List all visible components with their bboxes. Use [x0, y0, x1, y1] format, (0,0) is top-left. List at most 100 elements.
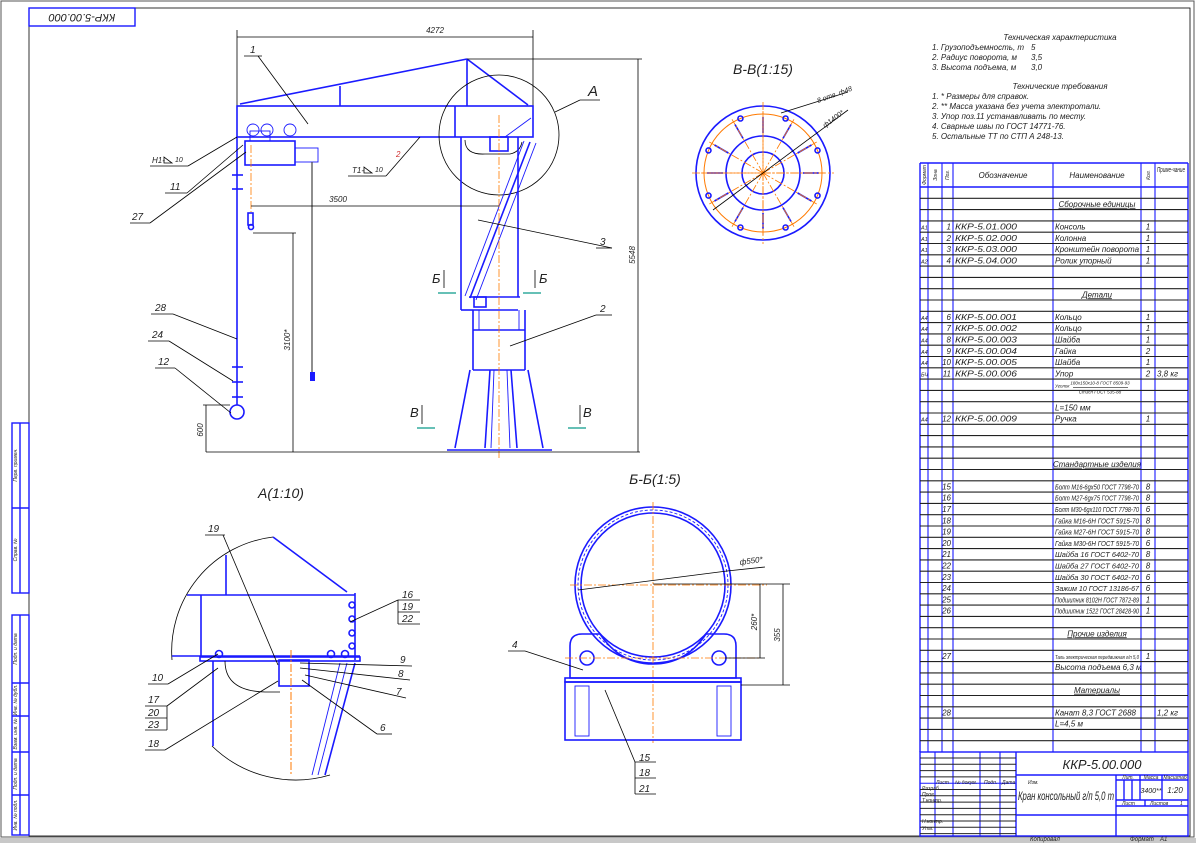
spec-qty: 6	[1146, 584, 1151, 593]
spec-header-name: Наименование	[1069, 171, 1125, 180]
callout-11: 11	[170, 182, 180, 193]
spec-pos: 4	[947, 256, 952, 265]
spec-code: ККР-5.00.002	[955, 324, 1018, 333]
weld-size: 10	[175, 157, 183, 164]
bolt-hole	[737, 224, 744, 231]
spec-qty: 1	[1146, 415, 1150, 424]
callout-27: 27	[131, 212, 144, 223]
strip-label: Справ. №	[13, 538, 19, 561]
tech-req-item: 3. Упор поз.11 устанавливать по месту.	[932, 112, 1086, 121]
spec-note: 1,2 кг	[1157, 708, 1178, 717]
tb-label: Разраб.	[922, 786, 940, 792]
spec-qty: 8	[1146, 550, 1151, 559]
spec-fmt: А4	[920, 418, 928, 424]
spec-name_s: Шайба 30 ГОСТ 6402-70	[1055, 574, 1139, 582]
format-value: А1	[1159, 837, 1167, 843]
weld-mark: Т1-	[352, 166, 364, 175]
dim-reach: 3500	[329, 195, 347, 204]
callout-7: 7	[396, 687, 402, 698]
trolley-wheel	[283, 123, 297, 137]
spec-name: Шайба	[1055, 336, 1081, 345]
spec-name_s: Шайба 27 ГОСТ 6402-70	[1055, 563, 1139, 571]
tech-req-item: 1. * Размеры для справок.	[932, 92, 1029, 101]
tb-label: Т.контр.	[922, 798, 942, 804]
spec-qty: 1	[1146, 256, 1150, 265]
callout-2: 2	[599, 304, 606, 315]
spec-name_s: Болт М27-6gх75 ГОСТ 7798-70	[1055, 496, 1139, 503]
spec-fmt: А4	[920, 350, 928, 356]
handle-ring	[229, 404, 245, 420]
main-view: 4272 А	[130, 26, 642, 458]
section-mark-v: В	[583, 405, 592, 420]
callout-19b: 19	[402, 602, 414, 613]
spec-name_s: Гайка М16-6Н ГОСТ 5915-70	[1055, 517, 1139, 525]
tb-code: ККР-5.00.000	[1063, 757, 1143, 772]
spec-qty: 6	[1146, 539, 1151, 548]
tb-mass: 3400**	[1140, 788, 1161, 795]
spec-name: Шайба	[1055, 358, 1081, 367]
spec-code: ККР-5.03.000	[955, 245, 1018, 254]
brace	[469, 141, 531, 299]
spec-code: ККР-5.00.006	[955, 369, 1018, 378]
view-a-title: А(1:10)	[257, 485, 304, 501]
spec-qty: 6	[1146, 505, 1151, 514]
spec-code: ККР-5.04.000	[955, 256, 1018, 265]
tb-scale: 1:20	[1167, 786, 1183, 795]
callout-10: 10	[152, 673, 164, 684]
spec-pos: 15	[942, 482, 951, 491]
bb-base	[564, 681, 742, 741]
bolt-hole	[782, 224, 789, 231]
spec-name_s: Подшипник 8102Н ГОСТ 7872-89	[1055, 596, 1139, 604]
spec-section: Сборочные единицы	[1059, 200, 1136, 209]
spec-header-zone: Зона	[933, 169, 939, 181]
spec-name: Высота подъема 6,3 м	[1055, 663, 1142, 672]
table-row: Сборочные единицы	[1059, 200, 1136, 209]
spec-header-note: Приме-чание	[1157, 165, 1185, 174]
callout-3: 3	[600, 237, 606, 248]
bolt-hole	[814, 147, 821, 154]
table-row: Детали	[1081, 290, 1112, 299]
spec-name_s: Гайка М30-6Н ГОСТ 5915-70	[1055, 540, 1139, 548]
spec-qty: 1	[1146, 652, 1150, 661]
tb-label: Изм.	[1028, 780, 1039, 786]
spec-name: Кольцо	[1055, 313, 1082, 322]
spec-pos: 1	[947, 223, 951, 232]
spec-pos: 12	[942, 415, 951, 424]
spec-name_s: Шайба 16 ГОСТ 6402-70	[1055, 551, 1139, 559]
spec-code: ККР-5.00.004	[955, 347, 1018, 356]
spec-name_s: Болт М30-6gх110 ГОСТ 7798-70	[1055, 507, 1139, 514]
callout-20: 20	[147, 708, 160, 719]
spec-pos: 24	[941, 584, 951, 593]
tb-scale-label: Масштаб	[1163, 775, 1187, 781]
tb-sheets: 1	[1180, 801, 1183, 807]
tech-req-heading: Технические требования	[1013, 82, 1109, 91]
view-vv: В-В(1:15) 8 отв. ф48 ф1400*	[692, 61, 853, 244]
callout-18b: 18	[639, 768, 651, 779]
spec-fmt: А4	[920, 327, 928, 333]
spec-code: ККР-5.00.003	[955, 336, 1018, 345]
specification-table: Формат Зона Поз. Обозначение Наименовани…	[919, 162, 1189, 753]
spec-qty: 1	[1146, 313, 1150, 322]
spec-header-qty: Кол.	[1146, 170, 1152, 180]
bolt-hole	[782, 115, 789, 122]
strip-label: Перв. примен.	[13, 448, 19, 481]
table-row: Материалы	[1074, 686, 1120, 695]
bolt-hole	[814, 192, 821, 199]
callout-22: 22	[401, 614, 414, 625]
tb-lit-label: Лит.	[1121, 775, 1134, 781]
bolt-hole	[737, 115, 744, 122]
tech-req-item: 5. Остальные ТТ по СТП А 248-13.	[932, 132, 1064, 141]
rib-centerline	[762, 172, 817, 205]
